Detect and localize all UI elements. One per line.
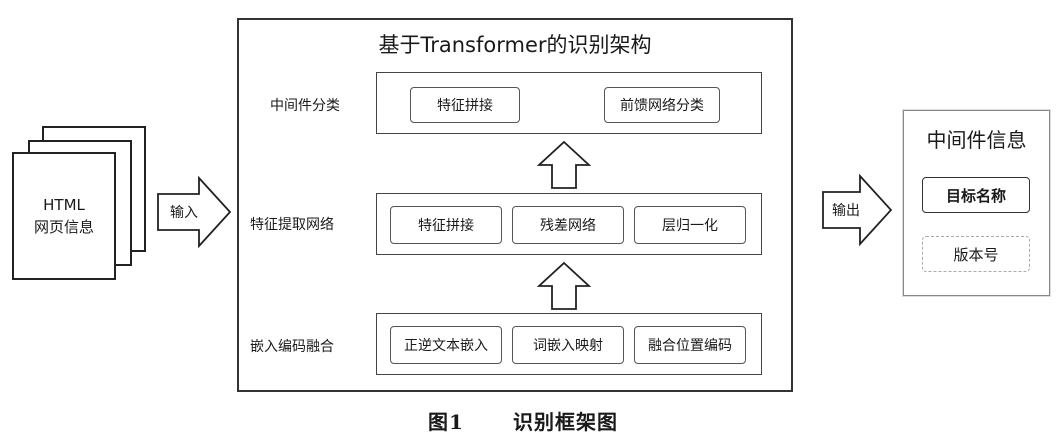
box-bidirectional-text-embed: 正逆文本嵌入 xyxy=(390,326,502,364)
box-feature-concat: 特征拼接 xyxy=(390,206,502,244)
framework-title: 基于Transformer的识别架构 xyxy=(378,33,652,57)
box-word-embed-mapping: 词嵌入映射 xyxy=(512,326,624,364)
figure-number: 图1 xyxy=(428,410,464,434)
output-panel-title: 中间件信息 xyxy=(926,128,1027,152)
output-arrow-icon xyxy=(822,173,893,247)
output-item-version: 版本号 xyxy=(922,236,1030,272)
up-arrow-icon-lower xyxy=(536,261,592,310)
output-arrow-label: 输出 xyxy=(832,203,860,219)
layer-label-classification: 中间件分类 xyxy=(270,98,340,114)
box-feedforward-classify: 前馈网络分类 xyxy=(604,87,720,123)
input-arrow-icon xyxy=(157,175,232,249)
box-fused-position-encoding: 融合位置编码 xyxy=(634,326,746,364)
html-document: HTML 网页信息 xyxy=(12,152,116,280)
box-residual-network: 残差网络 xyxy=(512,206,624,244)
up-arrow-icon-upper xyxy=(536,140,592,189)
output-item-target-name: 目标名称 xyxy=(922,177,1030,213)
doc-line-html: HTML xyxy=(43,196,85,214)
input-arrow-label: 输入 xyxy=(170,205,198,221)
layer-label-embedding-fusion: 嵌入编码融合 xyxy=(250,339,334,355)
layer-label-feature-extraction: 特征提取网络 xyxy=(250,217,334,233)
figure-caption: 识别框架图 xyxy=(513,410,618,434)
box-layer-norm: 层归一化 xyxy=(634,206,746,244)
box-feature-concat-top: 特征拼接 xyxy=(410,87,520,123)
doc-line-info: 网页信息 xyxy=(33,218,94,236)
